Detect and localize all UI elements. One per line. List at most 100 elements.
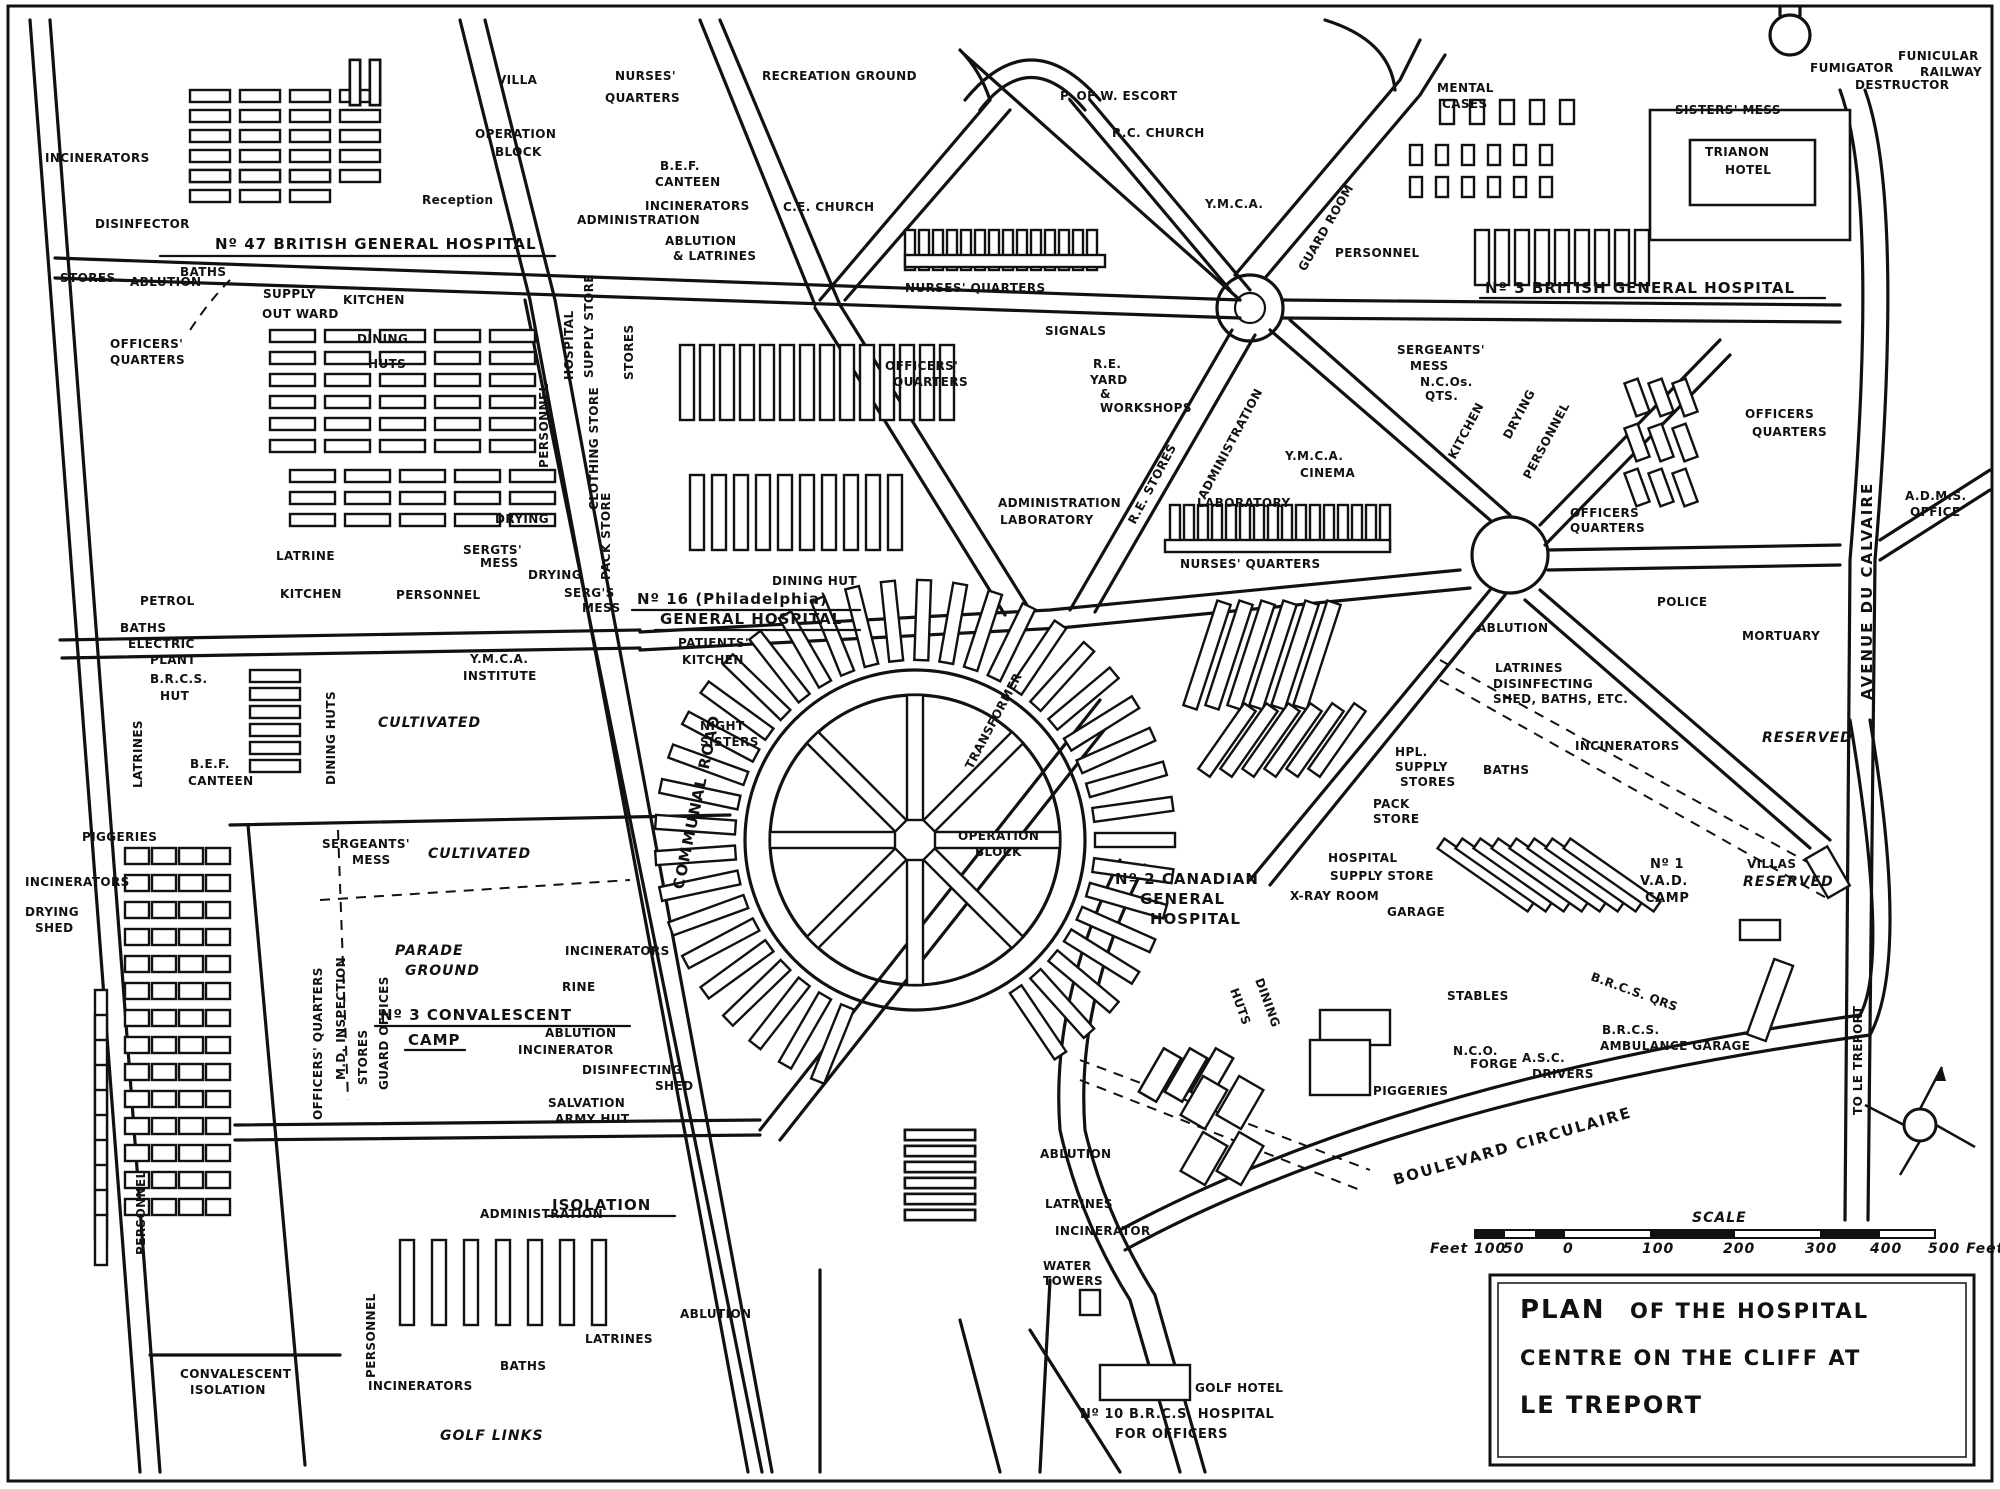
label-canadian-a: Nº 2 CANADIAN [1115,870,1259,888]
label-brcs-garage-a: B.R.C.S. [1602,1023,1660,1037]
label-sheds-baths: SHED, BATHS, ETC. [1493,692,1628,706]
label-canadian-c: HOSPITAL [1150,910,1241,928]
label-drying-w: DRYING [495,512,549,526]
building-block [123,1062,151,1082]
label-piggeries-w: PIGGERIES [82,830,157,844]
radial-ward [1028,640,1096,713]
building-block [820,473,838,552]
label-no16-b: GENERAL HOSPITAL [660,610,842,628]
building-block [903,228,917,272]
building-block [248,722,302,738]
label-vad-c: CAMP [1645,891,1689,906]
radial-ward [879,579,905,664]
building-block [188,188,232,204]
label-water-towers-b: TOWERS [1043,1274,1103,1288]
label-ymca-institute-b: INSTITUTE [463,669,537,683]
building-block [288,168,332,184]
building-block [268,372,317,388]
label-cultivated-1: CULTIVATED [378,715,481,731]
label-re-yard-b: YARD [1089,373,1128,387]
building-block [123,873,151,893]
label-sergts-mess-b: MESS [480,556,519,570]
radial-ward [1093,831,1177,849]
building-block [1622,377,1652,418]
building-block [323,350,372,366]
label-adms-b: OFFICE [1910,505,1960,519]
building-block [288,468,337,484]
building-block [1408,143,1424,167]
building-block [798,343,816,422]
building-block [886,473,904,552]
building-block [248,758,302,774]
label-latrines-sc: LATRINES [1045,1197,1113,1211]
building-block [959,228,973,272]
label-nco-forge-a: N.C.O. [1453,1044,1498,1058]
building-block [698,343,716,422]
building-block [288,490,337,506]
building-block [1001,228,1015,272]
building-block [1240,701,1302,779]
label-incinerator-sc: INCINERATOR [1055,1224,1151,1238]
building-block [1434,143,1450,167]
building-block [378,438,427,454]
label-officers-q3-a: OFFICERS [1570,506,1639,520]
radial-ward [777,990,833,1071]
scale-bar: SCALE Feet 100 50 0 100 200 300 400 500 … [1430,1210,2000,1257]
label-personnel-rot4: PERSONNEL [364,1293,378,1378]
radial-ward [1062,927,1141,986]
radial-ward [653,813,738,836]
label-reserved-2: RESERVED [1743,874,1834,890]
label-xray: X-RAY ROOM [1290,889,1379,903]
building-block [738,343,756,422]
building-block [123,846,151,866]
label-officers-q2-b: QUARTERS [1752,425,1827,439]
building-block [1646,377,1676,418]
label-avenue-calvaire: AVENUE DU CALVAIRE [1858,482,1876,700]
building-block [177,954,205,974]
building-block [1670,467,1700,508]
label-no3-hospital: Nº 3 BRITISH GENERAL HOSPITAL [1485,279,1795,297]
label-officers-quarters-c: OFFICERS' [885,359,958,373]
title-line2: CENTRE ON THE CLIFF AT [1520,1346,1861,1370]
label-ymca-cinema-b: CINEMA [1300,466,1355,480]
label-convalescent-b: CAMP [408,1031,461,1049]
building-block [1670,377,1700,418]
label-funicular-a: FUNICULAR [1898,49,1979,63]
radial-ward [747,629,812,705]
label-hospital-supply-a: HOSPITAL [1328,851,1398,865]
building-block [1803,844,1852,900]
building-block [177,1062,205,1082]
label-workshops: WORKSHOPS [1100,401,1192,415]
label-latrines-e: LATRINES [1495,661,1563,675]
label-re-yard-c: & [1100,387,1111,401]
building-block [343,512,392,528]
building-block [150,846,178,866]
radial-ward [747,975,812,1051]
building-block [858,343,876,422]
radial-ward [1046,948,1121,1015]
label-reception: Reception [422,193,493,207]
building-block [488,372,537,388]
label-disinfector: DISINFECTOR [95,217,190,231]
building-block [123,981,151,1001]
building-block [204,1197,232,1217]
label-sergeants-mess-b: MESS [1410,359,1449,373]
building-block [204,1008,232,1028]
building-block [938,343,956,422]
building-block [1291,599,1343,711]
label-golf-hotel: GOLF HOTEL [1195,1381,1283,1395]
label-golf-hospital-a: Nº 10 B.R.C.S. HOSPITAL [1080,1407,1274,1422]
building-block [1057,228,1071,272]
building-block [338,128,382,144]
radial-ward [962,589,1004,673]
title-line1-big: PLAN [1520,1295,1606,1325]
scale-tick-0: Feet 100 [1430,1241,1506,1257]
label-latrines-iso: LATRINES [585,1332,653,1346]
building-block [1247,599,1299,711]
label-cultivated-2: CULTIVATED [428,846,531,862]
label-ymca-cinema-a: Y.M.C.A. [1284,449,1343,463]
building-block [1613,228,1631,287]
building-block [488,394,537,410]
label-officers-quarters-rot: OFFICERS' QUARTERS [311,967,325,1120]
building-block [1558,98,1576,126]
